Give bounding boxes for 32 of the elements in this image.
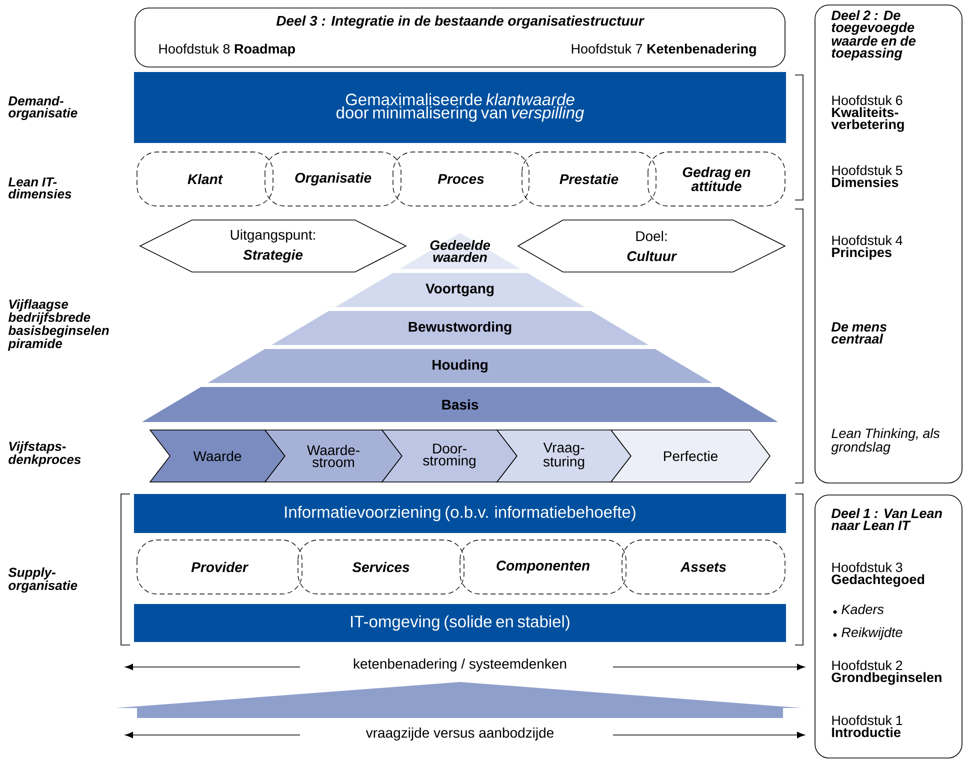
side-label: Demand- organisatie [8,96,78,120]
dimension-pill: Componenten [460,540,626,594]
dimension-pill: Organisatie [264,152,402,206]
dimension-pill: Provider [136,540,302,594]
chevron-step: Perfectie [610,430,771,482]
chevron-step: Door- stroming [381,430,518,482]
side-label: Vijflaagse bedrijfsbrede basisbeginselen piramide [8,299,109,351]
dimension-pill: Services [298,540,464,594]
chapter-panel: Deel 2 : De toegevoegde waarde en de toepassing Hoofdstuk 6 Kwaliteits- verbetering Hoofdstuk 5 Dimensies Hoofdstuk 4 Principes De mens centraal Lean Thinking, als grondslag [814,4,962,484]
banner-bar: Gemaximaliseerde klantwaarde door minimalisering van verspilling [134,72,786,143]
pyramid-layer: Gedeelde waarden [399,233,521,269]
dimension-pill: Klant [136,152,274,206]
banner-bar: IT-omgeving (solide en stabiel) [134,604,786,642]
chevron-step: Vraag- sturing [496,430,632,482]
dimension-pill: Gedrag en attitude [648,152,786,206]
pyramid-layer: Basis [142,387,778,422]
dimension-pill: Assets [622,540,786,594]
dimension-pill: Prestatie [522,152,656,206]
pyramid-layer: Houding [208,349,712,383]
part-heading-box: Deel 3 : Integratie in de bestaande organisatiestructuur Hoofdstuk 8 Roadmap Hoofdstuk 7 Ketenbenadering [134,8,786,68]
side-label: Supply- organisatie [8,567,78,593]
pyramid-layer: Bewustwording [272,311,648,345]
chevron-step: Waarde [149,430,286,482]
arrow-label: ketenbenadering / systeemdenken [354,658,566,672]
dimension-pill: Proces [392,152,530,206]
chapter-panel: Deel 1 : Van Lean naar Lean IT Hoofdstuk 3 Gedachtegoed Kaders Reikwijdte Hoofdstuk 2 Grondbeginselen Hoofdstuk 1 Introductie [814,494,962,758]
arrow-label: vraagzijde versus aanbodzijde [366,727,554,741]
pyramid-layer: Voortgang [336,273,585,307]
chevron-step: Waarde- stroom [264,430,403,482]
banner-bar: Informatievoorziening (o.b.v. informatiebehoefte) [134,494,786,533]
side-label: Lean IT- dimensies [8,177,72,199]
side-label: Vijfstaps- denkproces [8,441,81,467]
